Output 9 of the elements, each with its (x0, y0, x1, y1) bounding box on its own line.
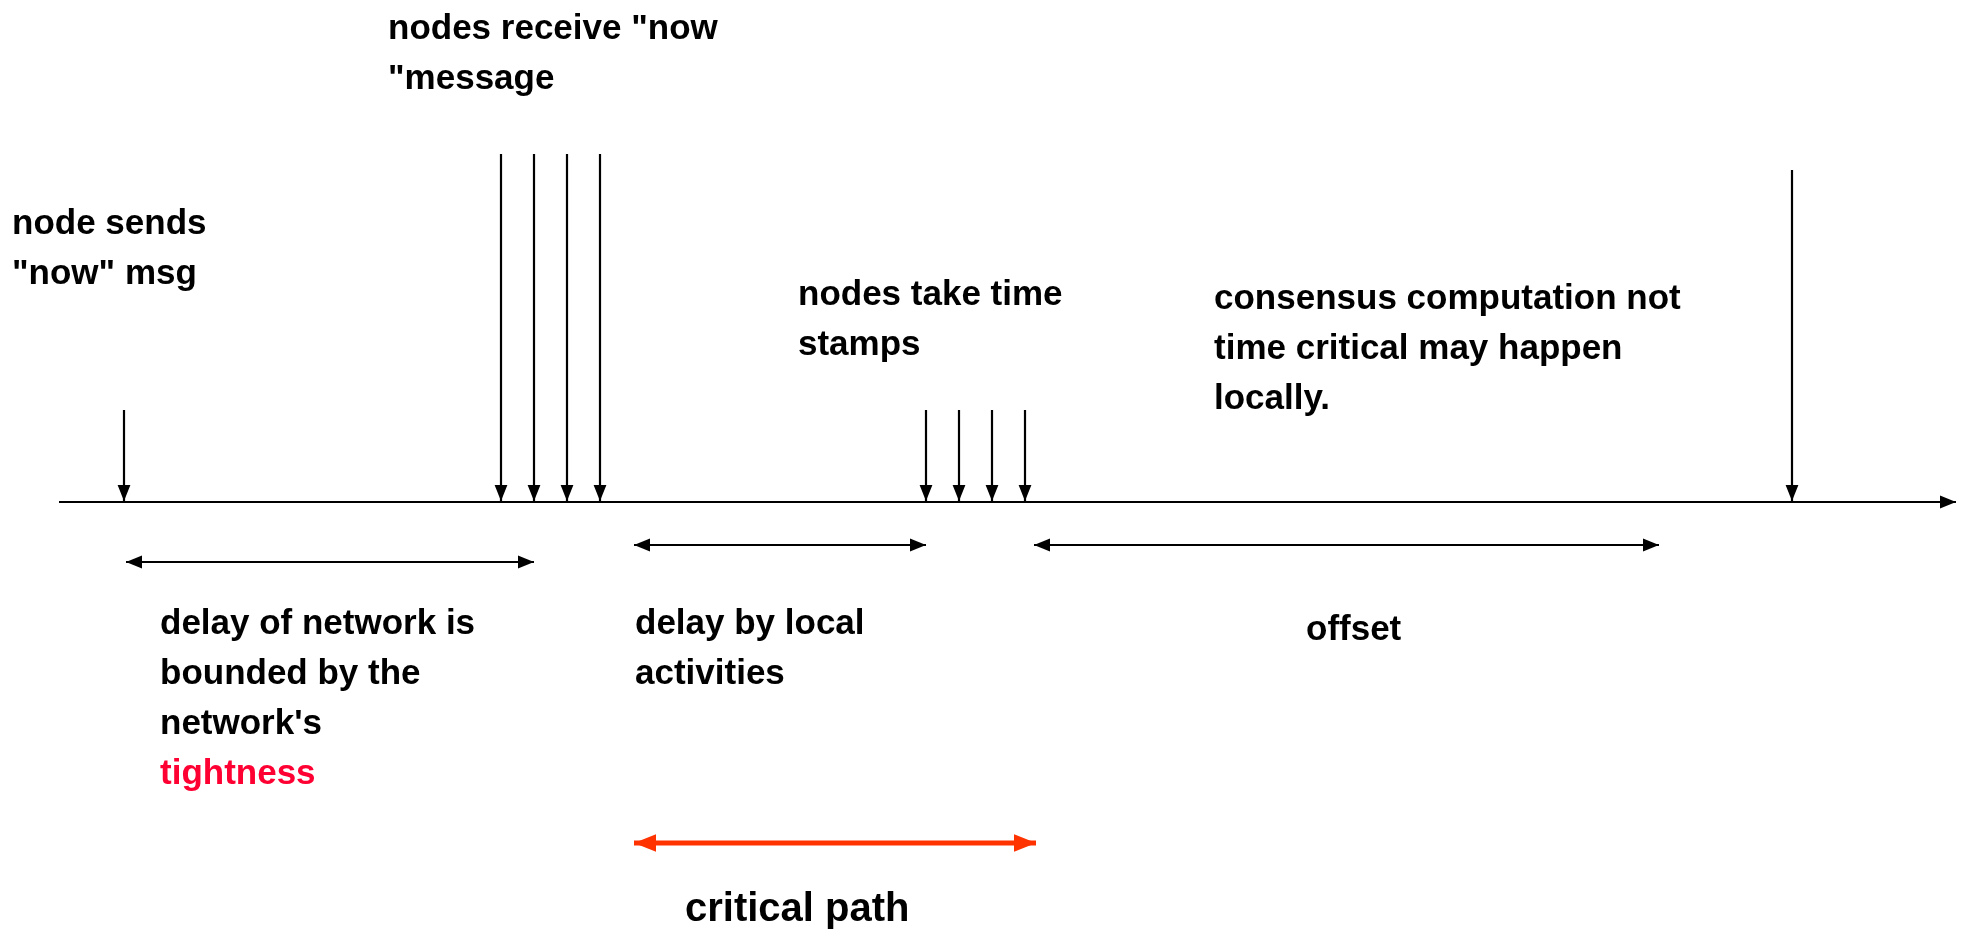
event-label: node sends "now" msg (12, 201, 208, 293)
interval-label: delay of network is bounded by the network's (160, 601, 477, 743)
event-label: nodes take time stamps (798, 272, 1064, 364)
interval-label: tightness (160, 751, 317, 793)
interval-label: offset (1306, 607, 1403, 649)
interval-label: critical path (685, 884, 911, 931)
note-text: consensus computation not time critical may happen locally. (1214, 276, 1682, 418)
event-label: nodes receive "now "message (388, 6, 719, 98)
interval-label: delay by local activities (635, 601, 866, 693)
